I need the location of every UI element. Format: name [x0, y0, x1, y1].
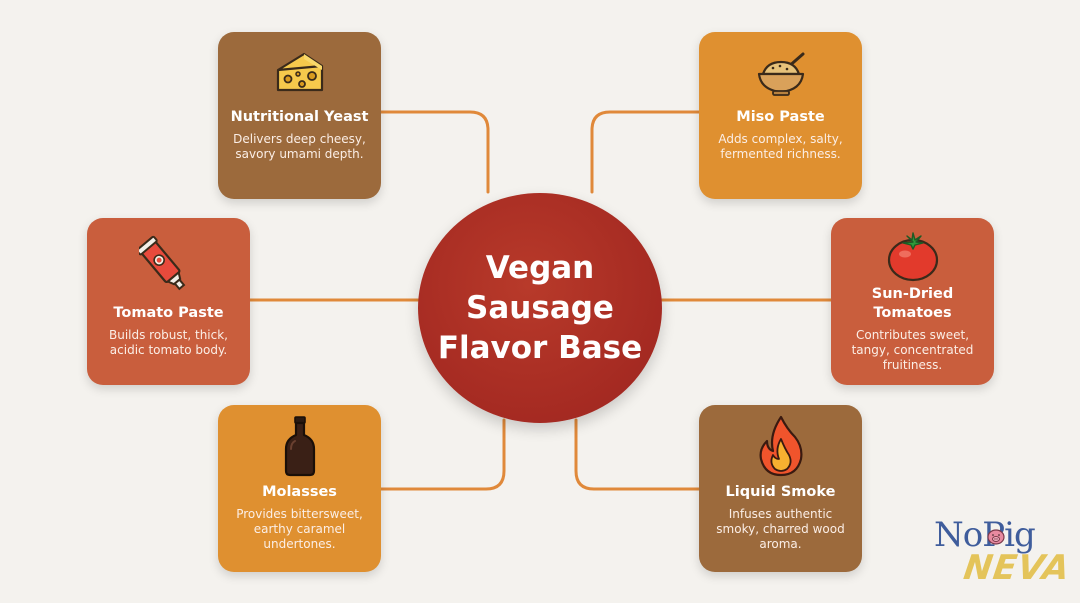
tomato-icon	[831, 230, 994, 282]
tube-icon	[87, 230, 250, 292]
flame-icon	[699, 415, 862, 477]
brand-logo: NoPig NEVA	[934, 515, 1073, 593]
bowl-icon	[699, 50, 862, 98]
card-nutritional-yeast: Nutritional Yeast Delivers deep cheesy, …	[218, 32, 381, 199]
connector-molasses	[379, 418, 506, 491]
connector-miso-paste	[590, 110, 701, 194]
card-description: Adds complex, salty, fermented richness.	[718, 132, 843, 161]
card-title: Sun-Dried Tomatoes	[871, 286, 954, 321]
bottle-icon	[218, 415, 381, 477]
card-description: Delivers deep cheesy, savory umami depth…	[233, 132, 366, 161]
card-description: Provides bittersweet, earthy caramel und…	[236, 507, 363, 551]
central-topic-title: Vegan Sausage Flavor Base	[437, 250, 643, 366]
card-title: Tomato Paste	[113, 305, 224, 321]
card-description: Infuses authentic smoky, charred wood ar…	[716, 507, 845, 551]
connector-nutritional-yeast	[379, 110, 490, 194]
card-title: Nutritional Yeast	[230, 109, 369, 125]
card-sun-dried-tomatoes: Sun-Dried Tomatoes Contributes sweet, ta…	[831, 218, 994, 385]
card-description: Builds robust, thick, acidic tomato body…	[108, 328, 228, 357]
pig-icon	[987, 529, 1005, 545]
card-liquid-smoke: Liquid Smoke Infuses authentic smoky, ch…	[699, 405, 862, 572]
card-miso-paste: Miso Paste Adds complex, salty, fermente…	[699, 32, 862, 199]
card-tomato-paste: Tomato Paste Builds robust, thick, acidi…	[87, 218, 250, 385]
central-topic: Vegan Sausage Flavor Base	[418, 193, 662, 423]
card-molasses: Molasses Provides bittersweet, earthy ca…	[218, 405, 381, 572]
cheese-icon	[218, 48, 381, 98]
card-title: Miso Paste	[736, 109, 825, 125]
logo-line-1: NoPig	[934, 515, 1036, 555]
connector-liquid-smoke	[574, 418, 701, 491]
card-title: Molasses	[262, 484, 337, 500]
card-title: Liquid Smoke	[725, 484, 836, 500]
logo-line-2: NEVA	[961, 548, 1073, 588]
card-description: Contributes sweet, tangy, concentrated f…	[851, 328, 974, 372]
